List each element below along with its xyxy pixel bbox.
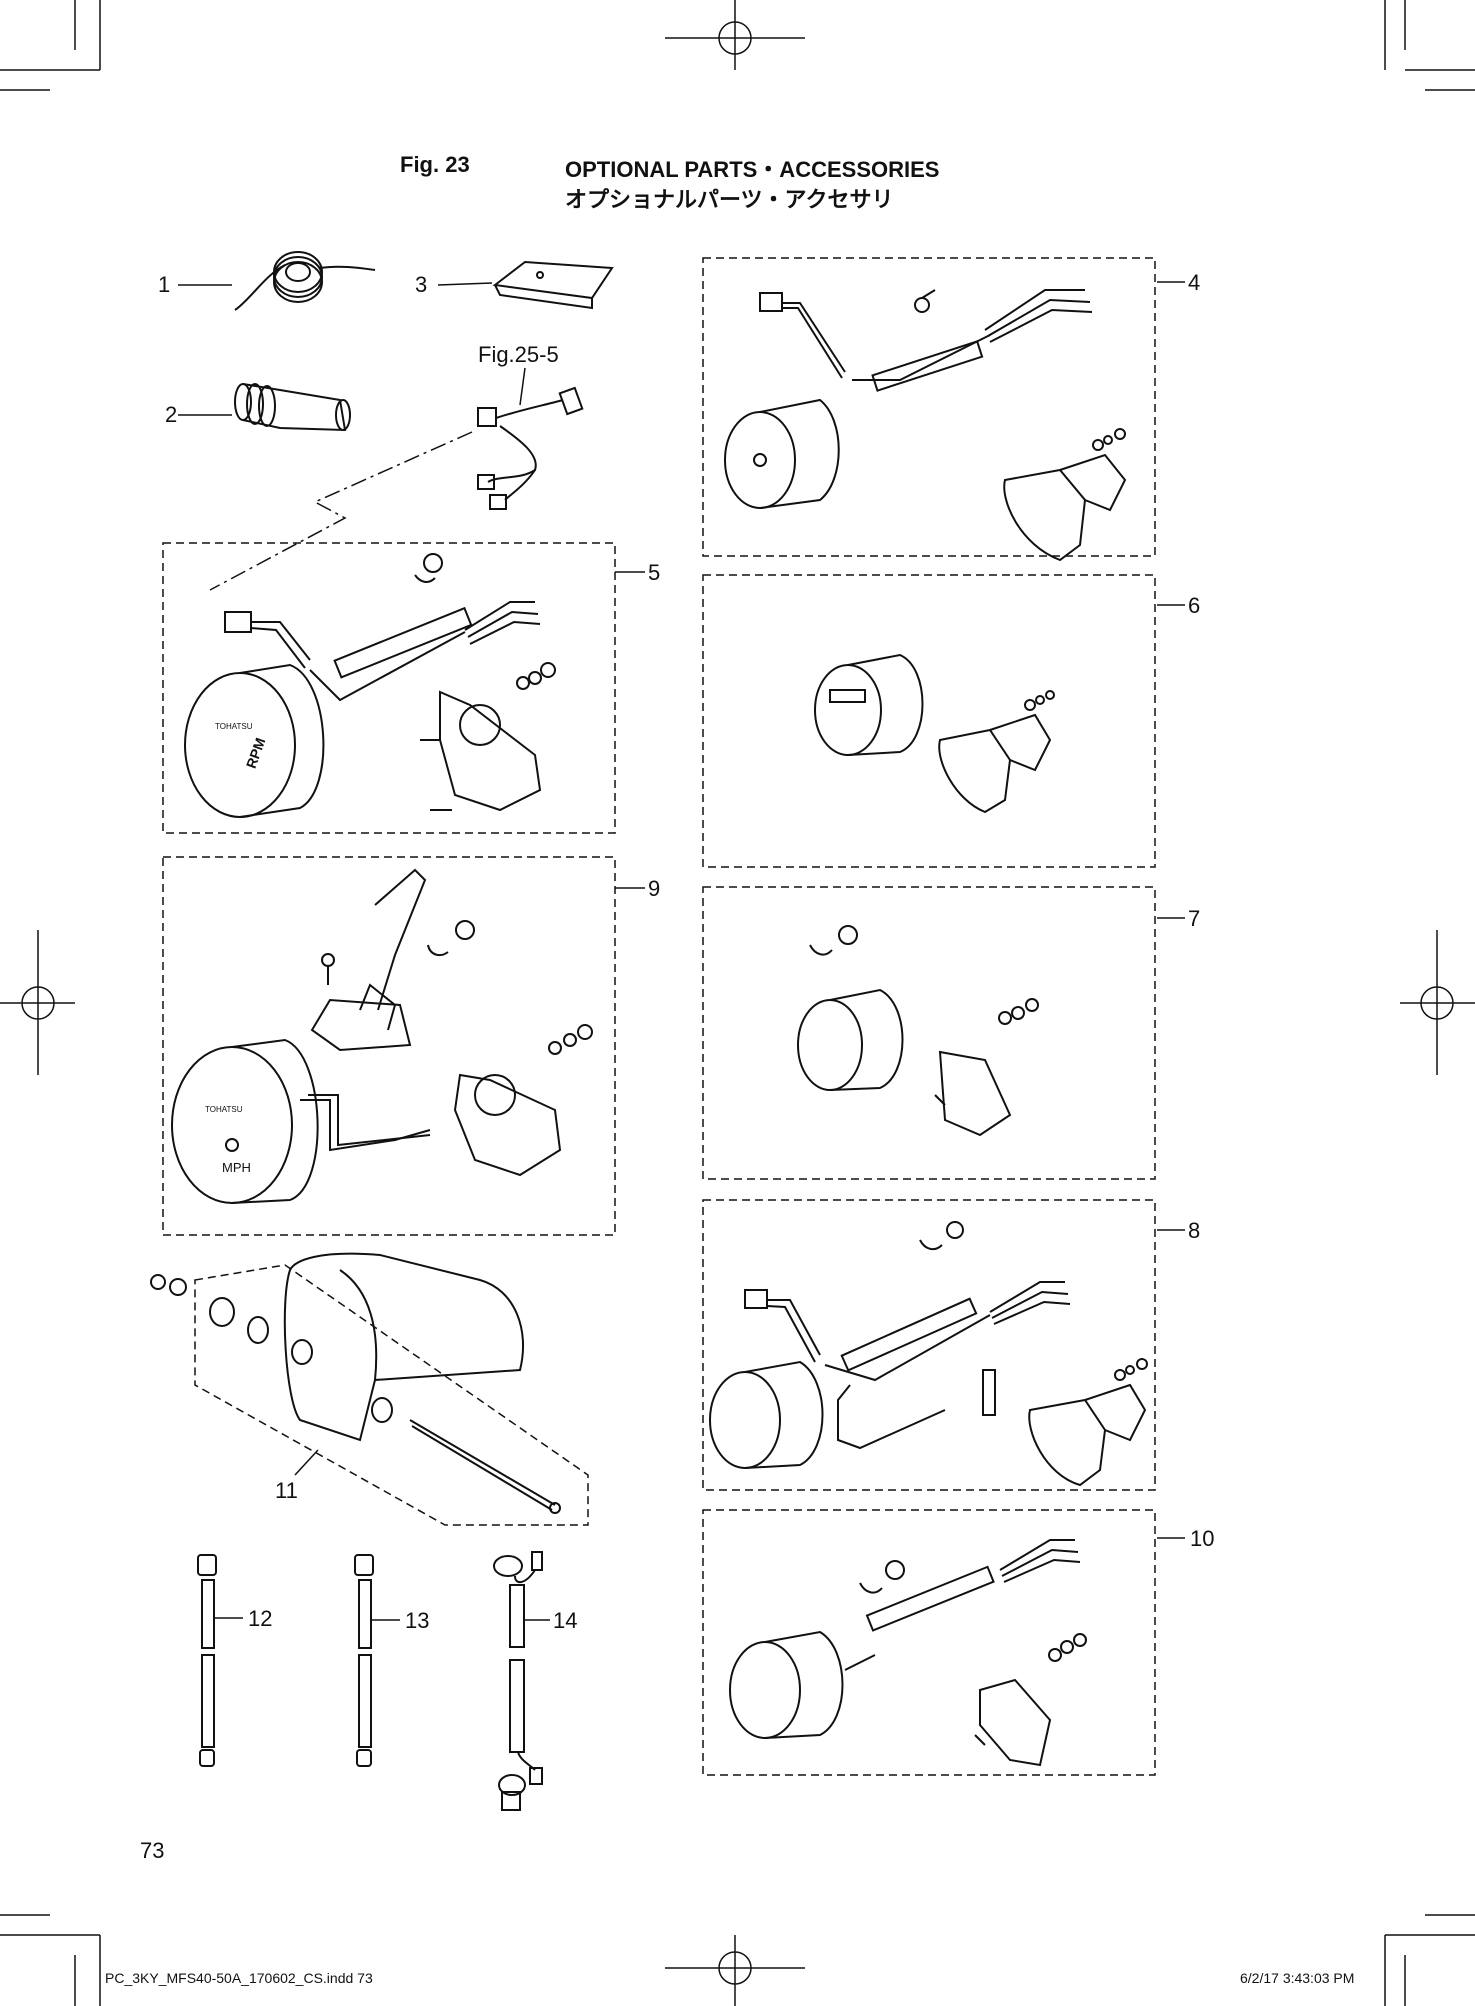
box-item-7 xyxy=(702,886,1156,1180)
page-title: OPTIONAL PARTS・ACCESSORIES xyxy=(565,157,940,182)
page-title-japanese: オプショナルパーツ・アクセサリ xyxy=(565,188,894,213)
callout-12: 12 xyxy=(248,1606,273,1631)
group-boxes xyxy=(162,257,1156,1776)
harness-fig25-5 xyxy=(477,386,584,510)
box-item-6 xyxy=(702,574,1156,868)
footer-filename: PC_3KY_MFS40-50A_170602_CS.indd 73 xyxy=(105,1970,373,1986)
box-item-11 xyxy=(194,1264,589,1526)
tach-brand-label: TOHATSU xyxy=(215,722,253,731)
callout-8: 8 xyxy=(1188,1218,1201,1243)
part-12-harness xyxy=(197,1554,217,1767)
callout-3: 3 xyxy=(415,272,428,297)
box-item-4 xyxy=(702,257,1156,557)
box-item-8 xyxy=(702,1199,1156,1491)
callout-11: 11 xyxy=(275,1478,298,1503)
callout-2: 2 xyxy=(165,402,178,427)
figure-reference: Fig.25-5 xyxy=(478,342,559,367)
callout-9: 9 xyxy=(648,876,661,901)
page-number: 73 xyxy=(140,1838,165,1863)
part-8-gauge-kit xyxy=(709,1221,1148,1487)
part-5-tachometer-kit xyxy=(184,553,556,818)
part-7-gauge-kit xyxy=(797,925,1039,1137)
callout-4: 4 xyxy=(1188,270,1201,295)
part-11-mounting-bracket xyxy=(150,1252,561,1514)
callout-10: 10 xyxy=(1190,1526,1215,1551)
leader-lines xyxy=(178,281,1185,1621)
callout-13: 13 xyxy=(405,1608,430,1633)
callout-7: 7 xyxy=(1188,906,1201,931)
speedo-brand-label: TOHATSU xyxy=(205,1105,243,1114)
callout-14: 14 xyxy=(553,1608,578,1633)
part-1-coil xyxy=(234,251,376,311)
callout-1: 1 xyxy=(158,272,171,297)
box-item-9 xyxy=(162,856,616,1236)
part-13-harness xyxy=(354,1554,374,1767)
callout-6: 6 xyxy=(1188,593,1201,618)
footer-timestamp: 6/2/17 3:43:03 PM xyxy=(1240,1970,1355,1986)
callout-5: 5 xyxy=(648,560,661,585)
box-item-10 xyxy=(702,1509,1156,1776)
speedo-unit-label: MPH xyxy=(222,1160,251,1175)
figure-number: Fig. 23 xyxy=(400,152,470,177)
part-3-pad xyxy=(492,260,614,310)
box-item-5 xyxy=(162,542,616,834)
part-9-speedometer-kit xyxy=(171,868,593,1204)
part-4-tachometer-kit xyxy=(724,289,1127,562)
part-2-fitting xyxy=(234,383,351,432)
part-6-hourmeter-kit xyxy=(814,653,1055,814)
part-10-fuel-gauge-kit xyxy=(729,1539,1087,1767)
part-14-harness xyxy=(493,1551,543,1811)
